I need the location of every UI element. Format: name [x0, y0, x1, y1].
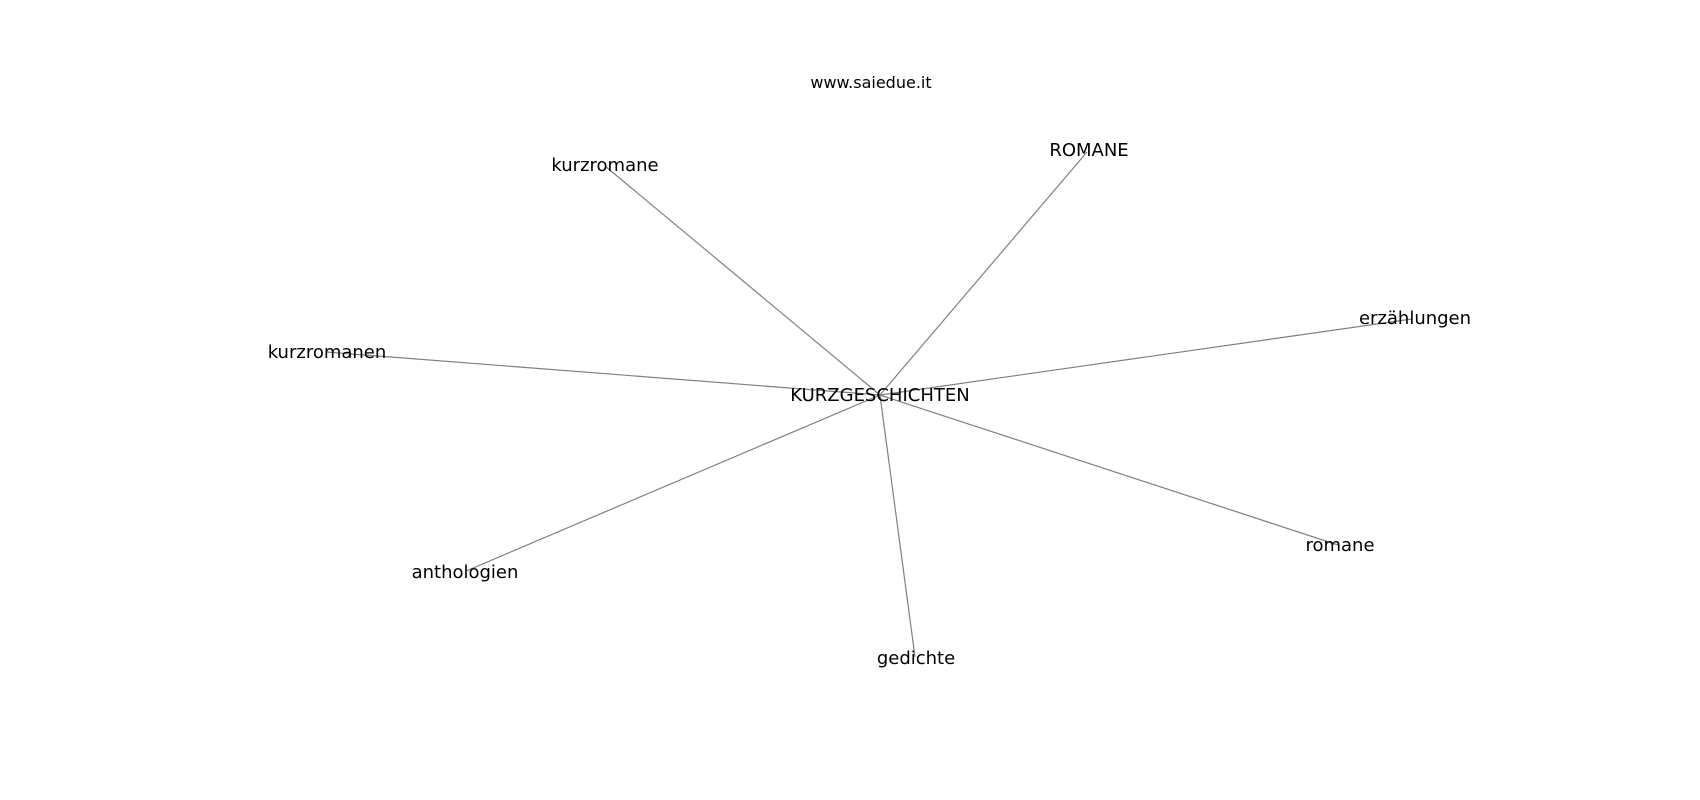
- node-label-romane-upper: ROMANE: [1049, 140, 1128, 161]
- labels-group: www.saiedue.it KURZGESCHICHTEN kurzroman…: [268, 73, 1471, 669]
- edge-anthologien: [465, 394, 881, 572]
- edge-kurzromane: [604, 165, 881, 396]
- node-label-anthologien: anthologien: [412, 562, 519, 583]
- edge-romane: [879, 394, 1339, 546]
- node-label-erzaehlungen: erzählungen: [1359, 308, 1471, 329]
- center-node-label: KURZGESCHICHTEN: [790, 385, 969, 406]
- node-label-kurzromane: kurzromane: [551, 155, 658, 176]
- edge-kurzromanen: [325, 351, 881, 396]
- source-label: www.saiedue.it: [810, 73, 931, 92]
- node-label-gedichte: gedichte: [877, 648, 955, 669]
- edge-romane-upper: [879, 151, 1088, 396]
- edge-erzaehlungen: [879, 318, 1413, 396]
- edge-gedichte: [879, 394, 916, 658]
- node-label-kurzromanen: kurzromanen: [268, 342, 387, 363]
- node-label-romane: romane: [1305, 535, 1374, 556]
- edges-group: [325, 151, 1413, 658]
